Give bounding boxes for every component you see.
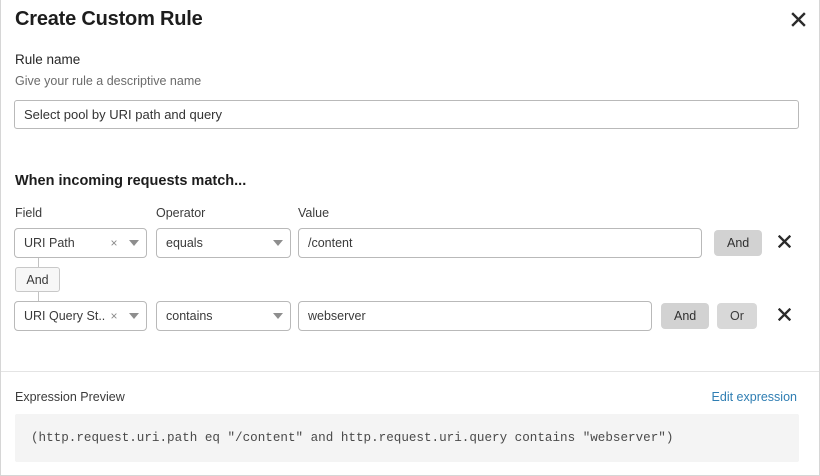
row-2-and-button[interactable]: And	[661, 303, 710, 329]
operator-select-2[interactable]: contains	[156, 301, 291, 331]
rule-name-help-text: Give your rule a descriptive name	[15, 74, 202, 88]
expression-preview-label: Expression Preview	[15, 390, 125, 404]
expression-preview-code: (http.request.uri.path eq "/content" and…	[15, 414, 799, 462]
clear-icon[interactable]: ×	[110, 236, 118, 250]
conditions-heading: When incoming requests match...	[15, 173, 247, 189]
operator-select-1-value: equals	[166, 236, 203, 250]
row-1-and-button[interactable]: And	[714, 230, 763, 256]
value-input-2[interactable]	[298, 301, 652, 331]
chevron-down-icon[interactable]	[122, 240, 146, 246]
field-select-1-value: URI Path	[24, 236, 75, 250]
chevron-down-icon[interactable]	[266, 313, 290, 319]
delete-condition-2-button[interactable]	[773, 303, 795, 329]
close-dialog-button[interactable]	[785, 6, 811, 32]
value-input-1[interactable]	[298, 228, 702, 258]
operator-select-1[interactable]: equals	[156, 228, 291, 258]
group-connector-and-button[interactable]: And	[15, 267, 60, 292]
close-icon	[777, 234, 791, 251]
column-header-field: Field	[15, 206, 43, 220]
section-divider	[1, 371, 819, 372]
field-select-1[interactable]: URI Path ×	[14, 228, 147, 258]
close-icon	[777, 307, 791, 324]
chevron-down-icon[interactable]	[266, 240, 290, 246]
chevron-down-icon[interactable]	[122, 313, 146, 319]
rule-name-label: Rule name	[15, 52, 81, 67]
column-header-value: Value	[298, 206, 330, 220]
connector-line-bottom	[38, 292, 39, 301]
edit-expression-link[interactable]: Edit expression	[711, 390, 797, 404]
field-select-2[interactable]: URI Query St... ×	[14, 301, 147, 331]
row-2-or-button[interactable]: Or	[717, 303, 757, 329]
close-icon	[790, 11, 806, 27]
field-select-2-value: URI Query St...	[24, 309, 106, 323]
operator-select-2-value: contains	[166, 309, 213, 323]
clear-icon[interactable]: ×	[110, 309, 118, 323]
rule-name-input[interactable]	[14, 100, 799, 129]
page-title: Create Custom Rule	[15, 8, 203, 30]
column-header-operator: Operator	[156, 206, 206, 220]
connector-line-top	[38, 258, 39, 268]
delete-condition-1-button[interactable]	[773, 230, 795, 256]
